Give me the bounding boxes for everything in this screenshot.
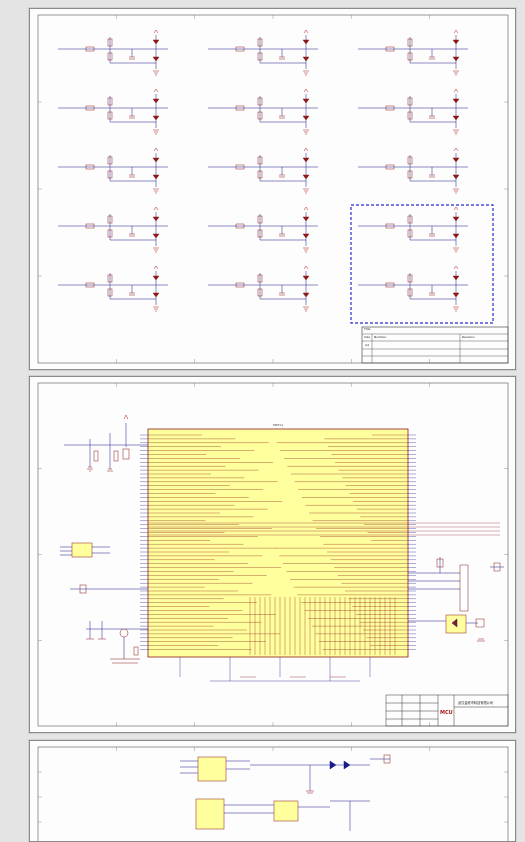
protection-circuit xyxy=(58,206,168,253)
size-label: Size xyxy=(364,335,371,339)
sheet-2-drawing xyxy=(37,382,509,727)
bottom-bus xyxy=(179,657,371,682)
protection-circuit xyxy=(208,206,318,253)
protection-circuit xyxy=(358,147,468,194)
mcu-body xyxy=(147,428,409,658)
protection-circuit xyxy=(58,265,168,312)
power-ic-2 xyxy=(195,798,330,830)
protection-circuit xyxy=(58,147,168,194)
usb-circuit xyxy=(408,557,504,612)
highlight-region xyxy=(350,204,494,324)
protection-circuit xyxy=(358,206,468,253)
mosfet-circuit xyxy=(250,754,391,831)
protection-circuit xyxy=(358,88,468,135)
led-circuit xyxy=(408,614,485,642)
protection-circuit xyxy=(208,29,318,76)
schematic-sheet-1[interactable]: Title Size A4 Number Revision xyxy=(29,8,516,370)
protection-circuit xyxy=(58,88,168,135)
flash-chip xyxy=(60,542,110,558)
schematic-sheet-3[interactable] xyxy=(29,740,516,842)
sheet-1-drawing xyxy=(37,14,509,364)
power-ic-1 xyxy=(180,756,250,782)
zone-markers xyxy=(38,15,508,363)
title-block xyxy=(385,694,509,727)
crystal-circuit xyxy=(70,584,148,664)
circuit-grid xyxy=(58,29,468,312)
protection-circuit xyxy=(358,29,468,76)
title-logo: MCU xyxy=(440,710,453,716)
sheet-3-drawing xyxy=(37,746,509,841)
reset-circuit xyxy=(64,414,148,472)
zone-markers xyxy=(38,747,508,823)
size-value: A4 xyxy=(365,343,369,347)
company-name: 武汉金栋市科技有限公司 xyxy=(458,701,494,705)
protection-circuit xyxy=(208,88,318,135)
title-block xyxy=(361,326,509,364)
protection-circuit xyxy=(358,265,468,312)
revision-label: Revision xyxy=(462,335,475,339)
title-label: Title xyxy=(364,327,371,331)
protection-circuit xyxy=(58,29,168,76)
protection-circuit xyxy=(208,265,318,312)
schematic-sheet-2[interactable]: MKT11 武汉金栋市科技有限公司 MCU xyxy=(29,376,516,733)
number-label: Number xyxy=(374,335,387,339)
mcu-part-label: MKT11 xyxy=(273,423,283,427)
mcu-pins xyxy=(140,434,500,655)
zone-markers xyxy=(38,383,508,726)
protection-circuit xyxy=(208,147,318,194)
